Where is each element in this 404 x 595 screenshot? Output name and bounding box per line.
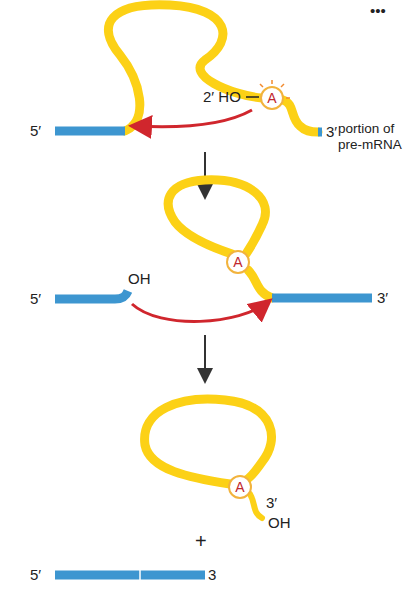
text-label: ••• bbox=[370, 2, 386, 19]
adenine-circle: A bbox=[260, 86, 284, 110]
adenine-circle: A bbox=[228, 475, 252, 499]
text-label: 5′ bbox=[30, 566, 41, 583]
text-label: OH bbox=[128, 270, 151, 287]
nucleotide-letter: A bbox=[267, 91, 276, 105]
text-label: OH bbox=[268, 514, 291, 531]
nucleotide-letter: A bbox=[235, 480, 244, 494]
text-label: 2′ HO bbox=[203, 88, 241, 105]
text-label: 3′ bbox=[266, 494, 277, 511]
text-label: 3′ bbox=[377, 289, 388, 306]
text-label: 5′ bbox=[30, 290, 41, 307]
text-label: 3′ bbox=[326, 123, 337, 140]
text-label: 3 bbox=[208, 566, 216, 583]
adenine-circle: A bbox=[226, 250, 250, 274]
text-label: + bbox=[195, 530, 207, 553]
nucleotide-letter: A bbox=[233, 255, 242, 269]
text-label: portion of pre-mRNA bbox=[338, 121, 402, 152]
text-label: 5′ bbox=[30, 122, 41, 139]
